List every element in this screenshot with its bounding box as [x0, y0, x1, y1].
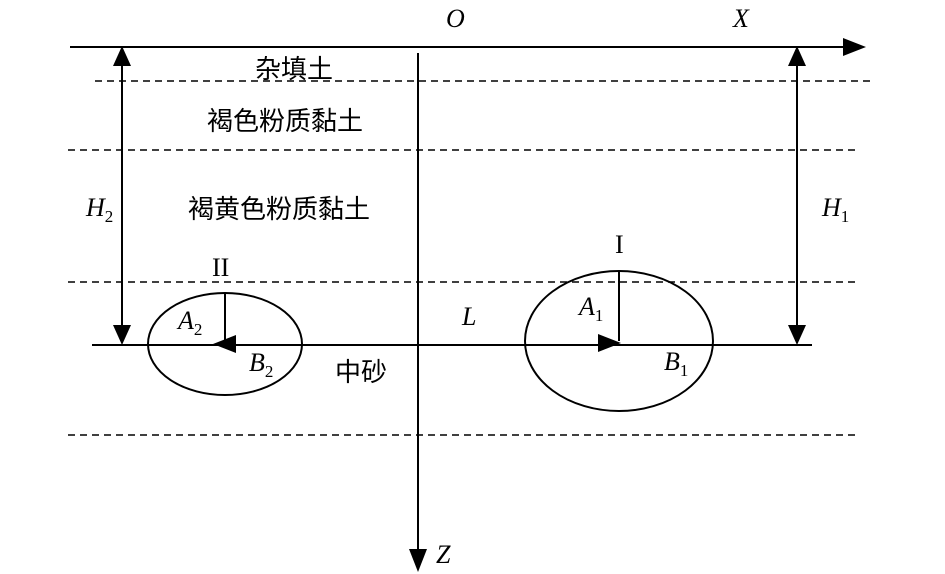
layer-name-medium-sand: 中砂 — [335, 358, 387, 388]
x-axis-label: X — [732, 4, 750, 33]
layer-name-fill: 杂填土 — [255, 55, 333, 85]
tunnel-ii-label: II — [212, 253, 229, 282]
h2-label: H2 — [85, 193, 113, 226]
origin-label: O — [446, 4, 465, 33]
layer-name-brown-silty-clay: 褐色粉质黏土 — [207, 107, 363, 137]
h1-label: H1 — [821, 193, 849, 226]
tunnel-i-b-label: B1 — [664, 347, 688, 380]
h1-arrow-bottom — [788, 325, 806, 345]
h2-arrow-top — [113, 46, 131, 66]
tunnel-ii-a-label: A2 — [176, 306, 202, 339]
tunnel-i-a-label: A1 — [577, 292, 603, 325]
tunnel-i-label: I — [615, 230, 624, 259]
z-axis-arrowhead — [409, 549, 427, 572]
z-axis-label: Z — [436, 540, 451, 569]
h2-arrow-bottom — [113, 325, 131, 345]
h1-arrow-top — [788, 46, 806, 66]
layer-name-brownish-yellow-silty-clay: 褐黄色粉质黏土 — [188, 195, 370, 225]
spacing-label: L — [461, 302, 476, 331]
tunnel-i-arrowhead — [598, 334, 621, 352]
tunnel-ii-b-label: B2 — [249, 348, 273, 381]
tunnel-ii-arrowhead — [213, 335, 236, 353]
x-axis-arrowhead — [843, 38, 866, 56]
